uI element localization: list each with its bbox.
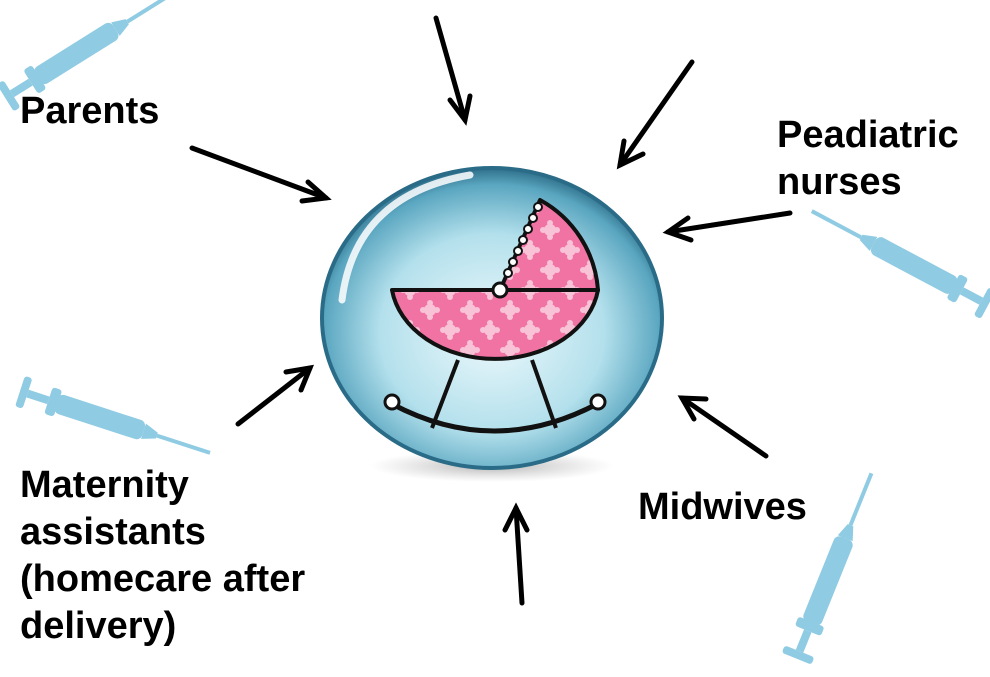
label-peadiatric-nurses-line1: Peadiatric bbox=[777, 112, 959, 159]
arrow-bottom bbox=[505, 508, 527, 603]
arrow-midwives bbox=[682, 398, 766, 456]
label-maternity-line1: Maternity bbox=[20, 462, 305, 509]
syringe-icon bbox=[15, 376, 215, 468]
arrow-peadiatric-nurses bbox=[668, 213, 790, 240]
label-maternity-line4: delivery) bbox=[20, 603, 305, 650]
label-parents: Parents bbox=[20, 88, 159, 135]
arrow-top-right bbox=[620, 62, 692, 165]
arrow-parents bbox=[192, 148, 326, 201]
label-maternity-line2: assistants bbox=[20, 509, 305, 556]
syringe-icon bbox=[804, 197, 990, 319]
label-peadiatric-nurses-line2: nurses bbox=[777, 159, 959, 206]
label-midwives: Midwives bbox=[638, 484, 807, 531]
label-maternity-line3: (homecare after bbox=[20, 556, 305, 603]
label-parents-text: Parents bbox=[20, 88, 159, 135]
rocking-cradle-icon bbox=[322, 168, 662, 482]
label-midwives-text: Midwives bbox=[638, 484, 807, 531]
label-peadiatric-nurses: Peadiatric nurses bbox=[777, 112, 959, 206]
arrow-maternity-assistants bbox=[238, 368, 310, 424]
arrow-top bbox=[436, 18, 470, 120]
label-maternity-assistants: Maternity assistants (homecare after del… bbox=[20, 462, 305, 650]
